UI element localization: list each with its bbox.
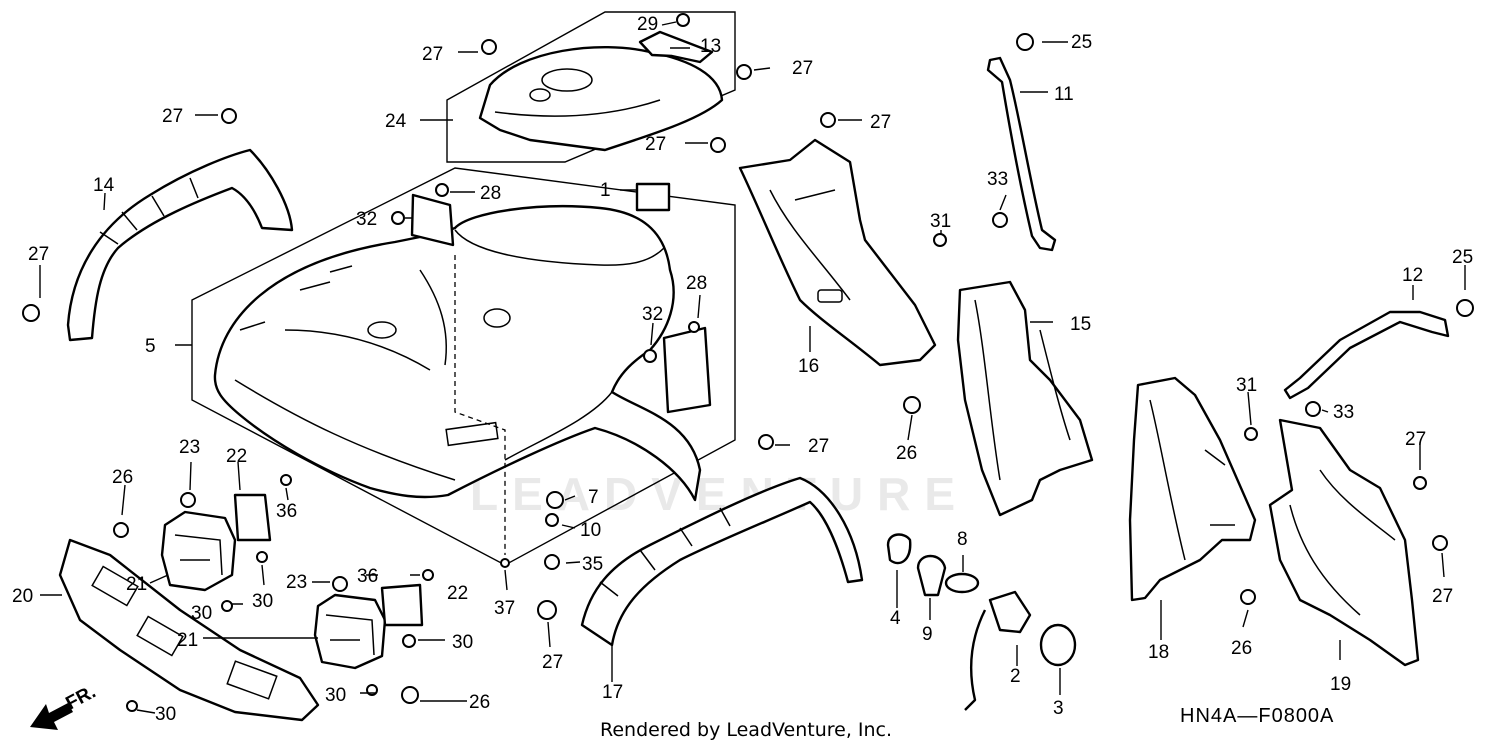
- callout-27-b: 27: [162, 106, 183, 127]
- top-cover-part-24: [478, 45, 724, 152]
- assembly-box-top-cover: [446, 11, 736, 163]
- callout-14: 14: [93, 175, 115, 196]
- callout-27-c: 27: [792, 58, 813, 79]
- callout-36-b: 36: [357, 566, 378, 587]
- callout-5: 5: [145, 336, 156, 357]
- callout-30-e: 30: [155, 704, 176, 725]
- front-fender-part-5: [213, 205, 702, 502]
- callout-27-f: 27: [28, 244, 49, 265]
- callout-35: 35: [582, 554, 603, 575]
- callout-27-g: 27: [808, 436, 829, 457]
- callout-32-a: 32: [356, 209, 377, 230]
- side-panel-part-19: [1268, 418, 1420, 667]
- cap-part-3: [1039, 623, 1077, 667]
- callout-27-a: 27: [422, 44, 443, 65]
- callout-1: 1: [600, 180, 611, 201]
- callout-12: 12: [1402, 265, 1423, 286]
- callout-30-a: 30: [191, 603, 212, 624]
- callout-27-h: 27: [1405, 429, 1426, 450]
- pad-part-13: [638, 30, 714, 64]
- callout-17: 17: [602, 682, 623, 703]
- callout-9: 9: [922, 624, 933, 645]
- callout-27-i: 27: [1432, 586, 1453, 607]
- inner-panel-part-15: [956, 280, 1094, 517]
- socket-part-2: [964, 590, 1032, 711]
- callout-15: 15: [1070, 314, 1091, 335]
- callout-11: 11: [1054, 84, 1074, 105]
- stay-part-12: [1283, 310, 1450, 400]
- stay-part-11: [986, 56, 1057, 252]
- fasteners: [22, 13, 1474, 712]
- callout-28-b: 28: [686, 273, 707, 294]
- callout-31-b: 31: [1236, 375, 1257, 396]
- callout-2: 2: [1010, 666, 1021, 687]
- callout-20: 20: [12, 586, 33, 607]
- callout-29: 29: [637, 14, 658, 35]
- reflector-plate-right: [662, 326, 712, 414]
- callout-25-b: 25: [1452, 247, 1473, 268]
- reflector-plate-left: [410, 193, 455, 247]
- assembly-box-front-fender: [191, 167, 736, 566]
- footer-credit: Rendered by LeadVenture, Inc.: [600, 719, 893, 741]
- callout-21-b: 21: [177, 630, 198, 651]
- callout-27-j: 27: [542, 652, 563, 673]
- plate-part-1: [635, 182, 671, 212]
- callout-labels: 1 2 3 4 5 7 8 9 10 11 12 13 14 15 16 17 …: [12, 14, 1473, 725]
- callout-25-a: 25: [1071, 32, 1092, 53]
- clamp-part-22-upper: [233, 493, 272, 542]
- callout-8: 8: [957, 529, 968, 550]
- callout-37: 37: [494, 598, 515, 619]
- leader-lines: [39, 21, 1466, 714]
- callout-19: 19: [1330, 674, 1351, 695]
- callout-27-e: 27: [645, 134, 666, 155]
- callout-22-a: 22: [226, 446, 247, 467]
- callout-7: 7: [588, 487, 599, 508]
- callout-3: 3: [1053, 698, 1064, 719]
- callout-33-b: 33: [1333, 402, 1354, 423]
- callout-24: 24: [385, 111, 407, 132]
- callout-28-a: 28: [480, 183, 501, 204]
- callout-26-a: 26: [112, 467, 133, 488]
- callout-32-b: 32: [642, 304, 663, 325]
- callout-22-b: 22: [447, 583, 468, 604]
- diagram-code: HN4A—F0800A: [1180, 705, 1335, 727]
- callout-10: 10: [580, 520, 601, 541]
- front-guard-part-14: [66, 148, 294, 342]
- ring-part-9: [916, 554, 947, 597]
- callout-4: 4: [890, 608, 901, 629]
- callout-23-b: 23: [286, 572, 307, 593]
- callout-26-d: 26: [469, 692, 490, 713]
- callout-27-d: 27: [870, 112, 891, 133]
- grommet-part-4: [886, 533, 912, 565]
- callout-36-a: 36: [276, 501, 297, 522]
- mud-guard-part-16: [738, 138, 937, 367]
- washer-part-8: [944, 572, 980, 594]
- bracket-part-21-upper: [160, 510, 237, 592]
- callout-30-c: 30: [452, 632, 473, 653]
- bracket-part-21-lower: [313, 593, 387, 670]
- clamp-part-22-lower: [380, 583, 424, 627]
- callout-13: 13: [700, 36, 721, 57]
- callout-16: 16: [798, 356, 819, 377]
- callout-26-c: 26: [1231, 638, 1252, 659]
- callout-30-d: 30: [325, 685, 346, 706]
- callout-33-a: 33: [987, 169, 1008, 190]
- callout-18: 18: [1148, 642, 1169, 663]
- bumper-part-20: [58, 538, 320, 722]
- callout-31-a: 31: [930, 211, 951, 232]
- callout-30-b: 30: [252, 591, 273, 612]
- side-panel-part-18: [1128, 376, 1257, 602]
- callout-26-b: 26: [896, 443, 917, 464]
- front-direction-arrow-icon: FR.: [30, 682, 99, 730]
- callout-23-a: 23: [179, 437, 200, 458]
- callout-21-a: 21: [126, 574, 147, 595]
